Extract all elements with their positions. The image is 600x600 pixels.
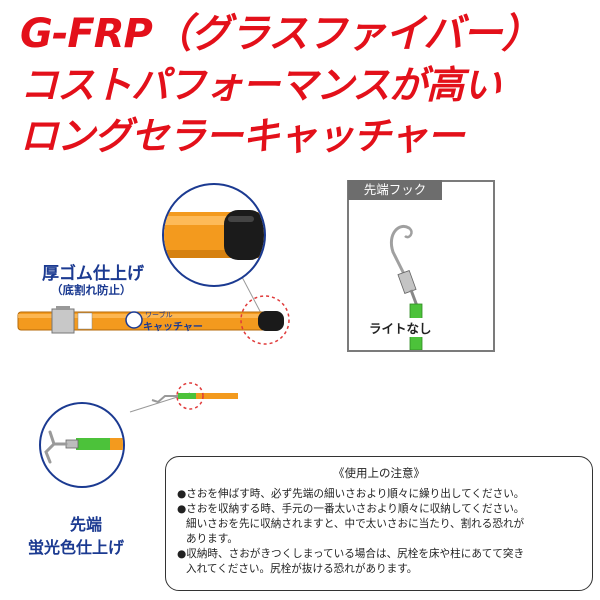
usage-note-line: 入れてください。尻栓が抜ける恐れがあります。 [186, 563, 418, 575]
headline-line-2: コストパフォーマンスが高い [20, 63, 501, 107]
pole-brand-main: キャッチャー [143, 322, 203, 333]
main-pole [17, 306, 284, 334]
rubber-finish-title: 厚ゴム仕上げ [42, 264, 144, 284]
tip-title: 先端 [70, 515, 103, 534]
usage-note-line: 細いさおを先に収納されますと、中で太いさおに当たり、割れる恐れが [186, 518, 525, 530]
usage-note-line: ●収納時、さおがきつくしまっている場合は、尻栓を床や柱にあてて突き [177, 548, 525, 560]
usage-note-line: ●さおを収納する時、手元の一番太いさおより順々に収納してください。 [177, 503, 525, 515]
secondary-pole [151, 393, 238, 404]
zoom-circle-tip [39, 402, 125, 488]
tip-subtitle: 蛍光色仕上げ [28, 538, 125, 557]
usage-notes-box: 《使用上の注意》 ●さおを伸ばす時、必ず先端の細いさおより順々に繰り出してくださ… [165, 456, 593, 591]
rubber-finish-subtitle: （底割れ防止） [51, 283, 132, 297]
headline-line-3: ロングセラーキャッチャー [20, 114, 465, 158]
headline-line-1: G-FRP（グラスファイバー） [20, 11, 541, 57]
dashed-highlight-circle [176, 382, 204, 410]
hook-panel-caption: ライトなし [368, 318, 433, 337]
usage-note-line: ●さおを伸ばす時、必ず先端の細いさおより順々に繰り出してください。 [177, 488, 525, 500]
dashed-highlight-circle [240, 295, 290, 345]
hook-panel-label: 先端フック [348, 180, 442, 200]
usage-notes-title: 《使用上の注意》 [333, 466, 425, 480]
pole-brand-small: ワーブル [145, 311, 173, 319]
zoom-circle-rubber-cap [162, 183, 266, 287]
usage-note-line: あります。 [186, 533, 238, 545]
